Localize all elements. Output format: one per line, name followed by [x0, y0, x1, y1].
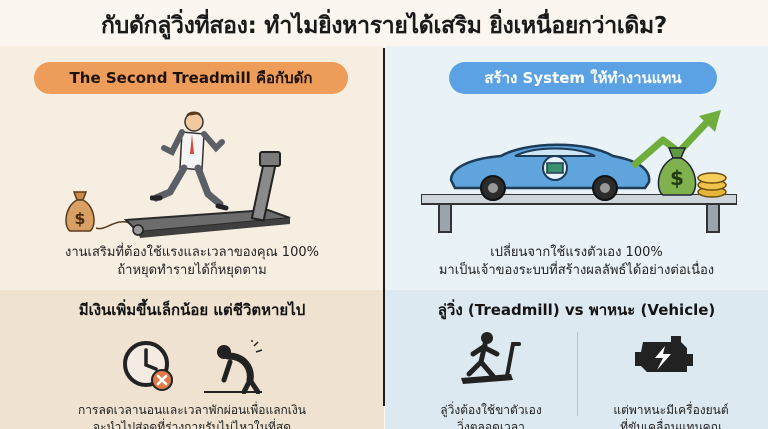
- center-divider: [383, 48, 385, 406]
- vehicle-text: แต่พาหนะมีเครื่องยนต์ ที่ขับเคลื่อนแทนคุ…: [613, 403, 729, 429]
- left-pill-heading: The Second Treadmill คือกับดัก: [34, 62, 348, 94]
- running-man-icon: [150, 111, 229, 211]
- right-pill-heading: สร้าง System ให้ทำงานแทน: [449, 62, 717, 94]
- right-bottom-band: [385, 290, 768, 429]
- left-description: งานเสริมที่ต้องใช้แรงและเวลาของคุณ 100% …: [65, 245, 319, 278]
- money-bag-symbol: $: [670, 166, 684, 190]
- page-title: กับดักลู่วิ่งที่สอง: ทำไมยิ่งหารายได้เสร…: [101, 13, 667, 39]
- coin-stack-icon: [697, 172, 727, 198]
- treadmill-text: ลู่วิ่งต้องใช้ขาตัวเอง วิ่งตลอดเวลา: [440, 403, 542, 429]
- left-subheading: มีเงินเพิ่มขึ้นเล็กน้อย แต่ชีวิตหายไป: [78, 301, 306, 319]
- platform-bar: [421, 194, 737, 233]
- engine-icon: [635, 336, 693, 372]
- growth-arrow-icon: [630, 110, 721, 169]
- treadmill-runner-icon: [461, 332, 521, 384]
- left-bottom-band: [0, 290, 384, 429]
- bottom-separator: [577, 332, 578, 416]
- money-bag-icon: $: [65, 191, 95, 232]
- treadmill-icon: [123, 151, 291, 238]
- right-description: เปลี่ยนจากใช้แรงตัวเอง 100% มาเป็นเจ้าขอ…: [438, 245, 715, 278]
- right-subheading: ลู่วิ่ง (Treadmill) vs พาหนะ (Vehicle): [437, 301, 716, 319]
- left-bottom-text: การลดเวลานอนและเวลาพักผ่อนเพื่อแลกเงิน จ…: [78, 403, 306, 429]
- right-panel: สร้าง System ให้ทำงานแทน $ เปลี่ยนจากใช้…: [385, 46, 768, 429]
- car-icon: [449, 143, 651, 201]
- left-panel: The Second Treadmill คือกับดัก $ งานเสริ…: [0, 46, 384, 429]
- clock-icon: [123, 341, 173, 391]
- tired-person-icon: [204, 340, 263, 394]
- money-bag-icon: $: [657, 147, 697, 196]
- money-bag-symbol: $: [74, 209, 85, 228]
